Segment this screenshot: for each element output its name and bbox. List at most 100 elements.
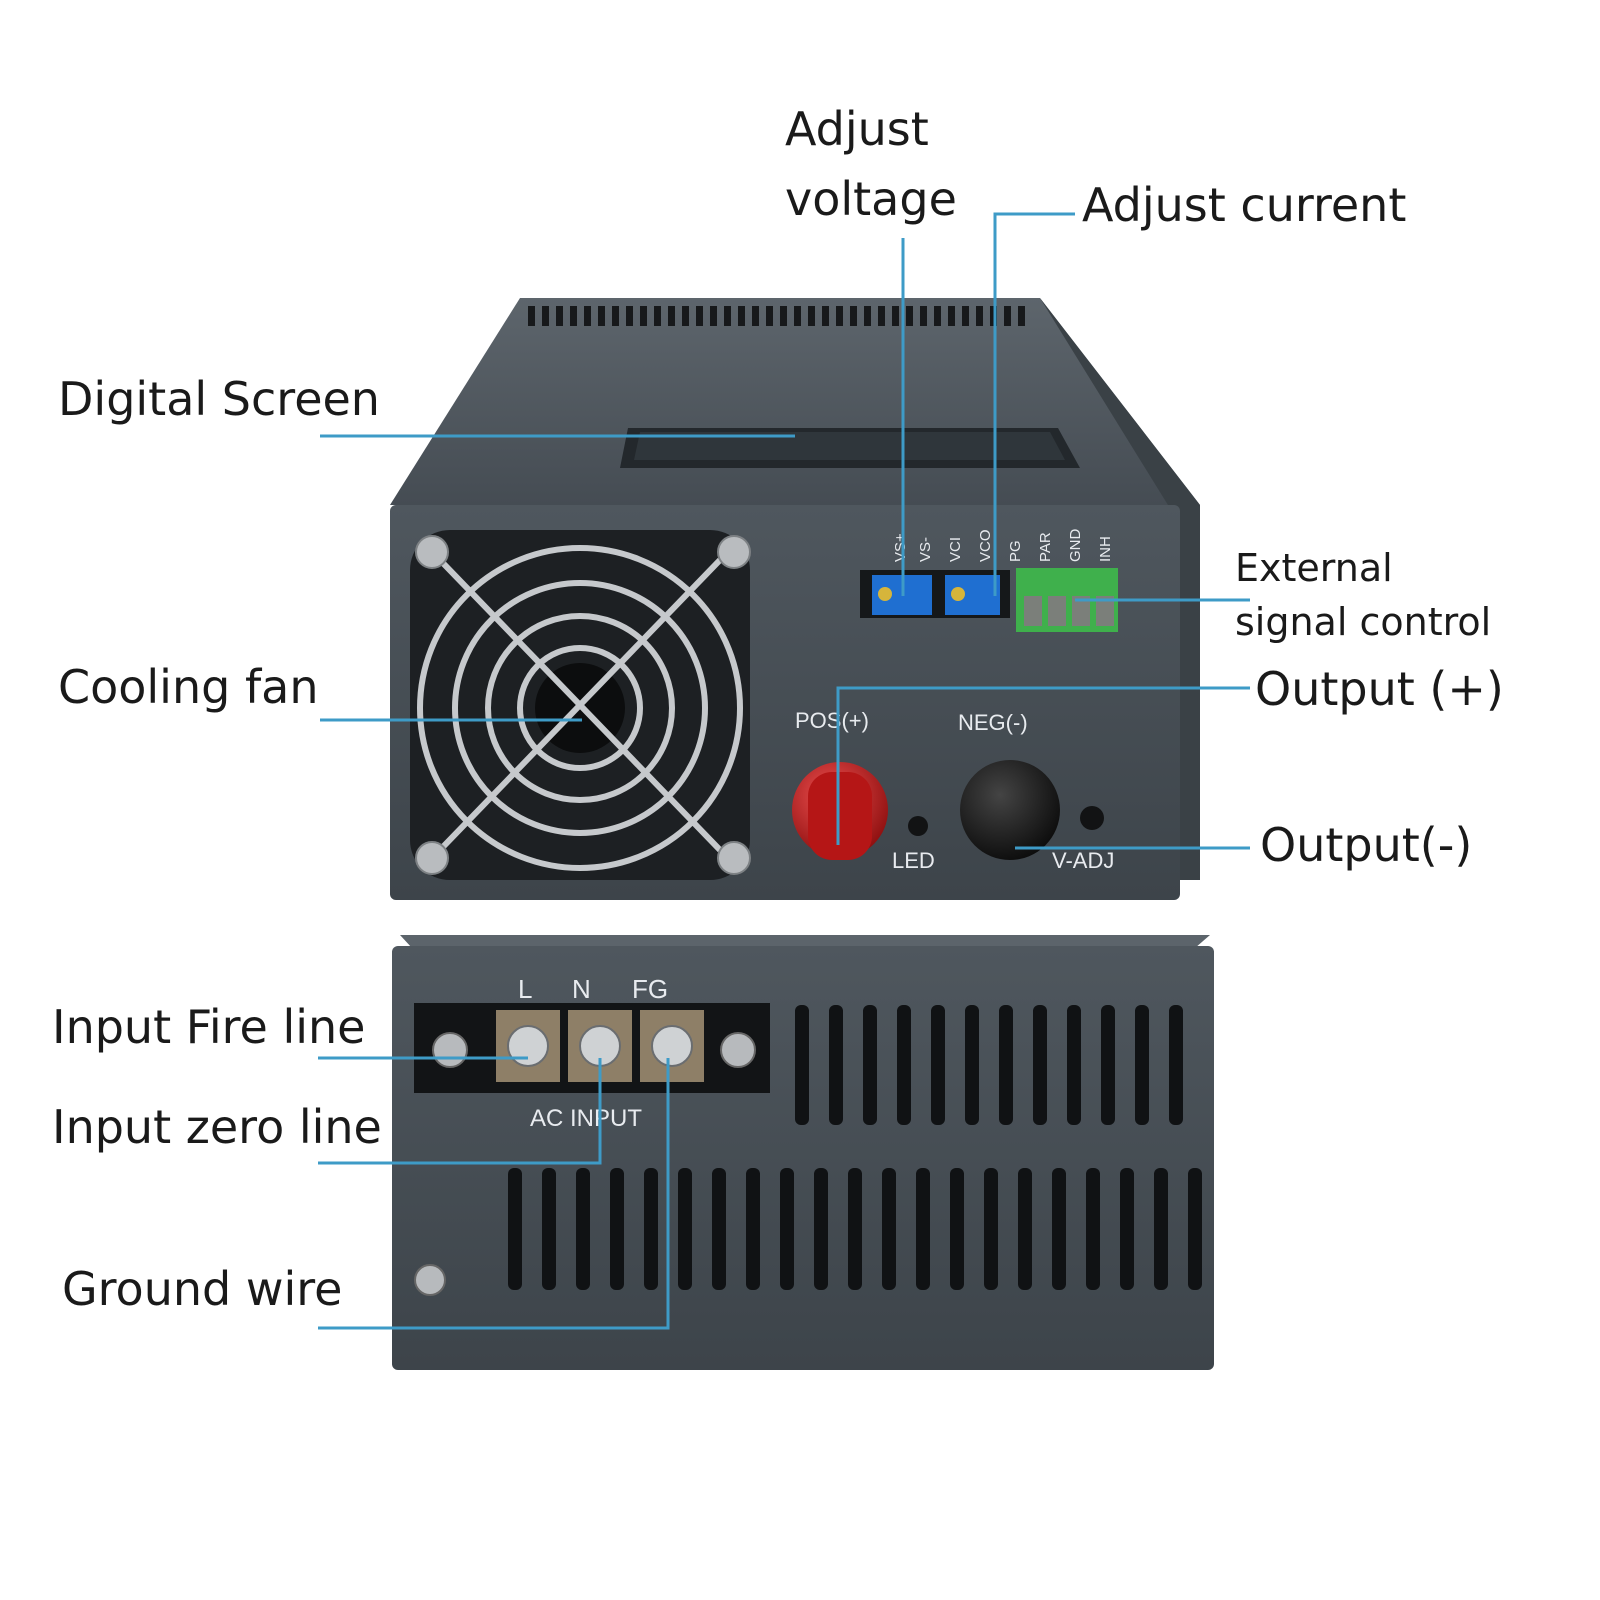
vent-slot xyxy=(1004,306,1011,326)
vent-slot xyxy=(1033,1005,1047,1125)
vent-slot xyxy=(738,306,745,326)
vent-slot xyxy=(822,306,829,326)
terminal-slot xyxy=(1048,596,1066,626)
vent-slot xyxy=(906,306,913,326)
vent-slot xyxy=(668,306,675,326)
vent-slot xyxy=(528,306,535,326)
pin-labels: VS+ VS- VCI VCO PG PAR GND INH xyxy=(892,529,1114,563)
leader-input-zero xyxy=(318,1058,602,1165)
terminal-screw-icon xyxy=(507,1025,549,1067)
vadj-label: V-ADJ xyxy=(1052,848,1114,873)
vent-slot xyxy=(1052,1168,1066,1290)
cooling-fan-label: Cooling fan xyxy=(58,660,319,714)
vent-slot xyxy=(570,306,577,326)
ac-input-label: AC INPUT xyxy=(530,1105,642,1132)
adjust-current-label: Adjust current xyxy=(1082,178,1407,232)
neg-label: NEG(-) xyxy=(958,710,1028,735)
vent-slot xyxy=(1101,1005,1115,1125)
leader-adjust-current xyxy=(993,212,1075,596)
vent-slot xyxy=(556,306,563,326)
pin-label: PG xyxy=(1007,540,1024,562)
pin-label: VS+ xyxy=(892,533,909,562)
vent-slot xyxy=(897,1005,911,1125)
trim-pot-screw-icon xyxy=(951,587,965,601)
fan-guard-ring xyxy=(485,613,675,803)
vent-slot xyxy=(1018,306,1025,326)
lower-vent-slots xyxy=(508,1005,1202,1290)
adjust-voltage-label-line1: Adjust xyxy=(785,102,929,156)
terminal-n-label: N xyxy=(572,974,591,1004)
pin-label: VS- xyxy=(917,537,934,562)
vadj-knob-hole xyxy=(1080,806,1104,830)
leader-lines xyxy=(318,212,1250,1330)
vent-slot xyxy=(848,1168,862,1290)
external-signal-label-line1: External xyxy=(1235,546,1393,590)
vent-slot xyxy=(850,306,857,326)
vent-slot xyxy=(1018,1168,1032,1290)
vent-slot xyxy=(794,306,801,326)
vent-slot xyxy=(746,1168,760,1290)
vent-slot xyxy=(808,306,815,326)
trim-pot-screw-icon xyxy=(878,587,892,601)
terminal-screw-icon xyxy=(432,1032,468,1068)
vent-slot xyxy=(882,1168,896,1290)
neg-output-post xyxy=(960,760,1060,860)
screw-icon xyxy=(717,841,751,875)
pin-label: GND xyxy=(1067,529,1084,563)
vent-slot xyxy=(916,1168,930,1290)
led-label: LED xyxy=(892,848,935,873)
output-pos-label: Output (+) xyxy=(1255,662,1504,716)
pos-label: POS(+) xyxy=(795,708,869,733)
vent-slot xyxy=(710,306,717,326)
vent-slot xyxy=(950,1168,964,1290)
vent-slot xyxy=(1067,1005,1081,1125)
lower-unit-top xyxy=(400,935,1210,948)
vent-slot xyxy=(864,306,871,326)
input-zero-line-label: Input zero line xyxy=(52,1100,382,1154)
terminal-screw-icon xyxy=(720,1032,756,1068)
fan-guard-ring xyxy=(452,580,708,836)
vent-slot xyxy=(931,1005,945,1125)
vent-slot xyxy=(1086,1168,1100,1290)
vent-slot xyxy=(1135,1005,1149,1125)
vent-slot xyxy=(780,306,787,326)
vent-slot xyxy=(1154,1168,1168,1290)
output-neg-label: Output(-) xyxy=(1260,818,1473,872)
vent-slot xyxy=(598,306,605,326)
terminal-slot xyxy=(1096,596,1114,626)
vent-slot xyxy=(584,306,591,326)
vent-slot xyxy=(640,306,647,326)
screw-icon xyxy=(414,1264,446,1296)
terminal-fg-label: FG xyxy=(632,974,668,1004)
input-fire-line-label: Input Fire line xyxy=(52,1000,366,1054)
vent-slot xyxy=(962,306,969,326)
top-vent-slots xyxy=(528,306,1025,326)
vent-slot xyxy=(1188,1168,1202,1290)
terminal-screw-icon xyxy=(651,1025,693,1067)
led-indicator xyxy=(908,816,928,836)
vent-slot xyxy=(965,1005,979,1125)
fan-guard-bar xyxy=(437,557,723,853)
leader-output-pos xyxy=(836,686,1250,845)
pin-label: PAR xyxy=(1037,532,1054,562)
pin-label: VCO xyxy=(977,529,994,562)
vent-slot xyxy=(948,306,955,326)
ground-wire-label: Ground wire xyxy=(62,1262,343,1316)
terminal-slot xyxy=(1024,596,1042,626)
vent-slot xyxy=(984,1168,998,1290)
pin-label: INH xyxy=(1097,536,1114,562)
cooling-fan xyxy=(410,530,751,880)
vent-slot xyxy=(878,306,885,326)
external-signal-label-line2: signal control xyxy=(1235,600,1492,644)
vent-slot xyxy=(976,306,983,326)
vent-slot xyxy=(829,1005,843,1125)
vent-slot xyxy=(863,1005,877,1125)
vent-slot xyxy=(542,306,549,326)
terminal-l-label: L xyxy=(518,974,532,1004)
screw-icon xyxy=(717,535,751,569)
vent-slot xyxy=(766,306,773,326)
vent-slot xyxy=(892,306,899,326)
terminal-slot xyxy=(1072,596,1090,626)
